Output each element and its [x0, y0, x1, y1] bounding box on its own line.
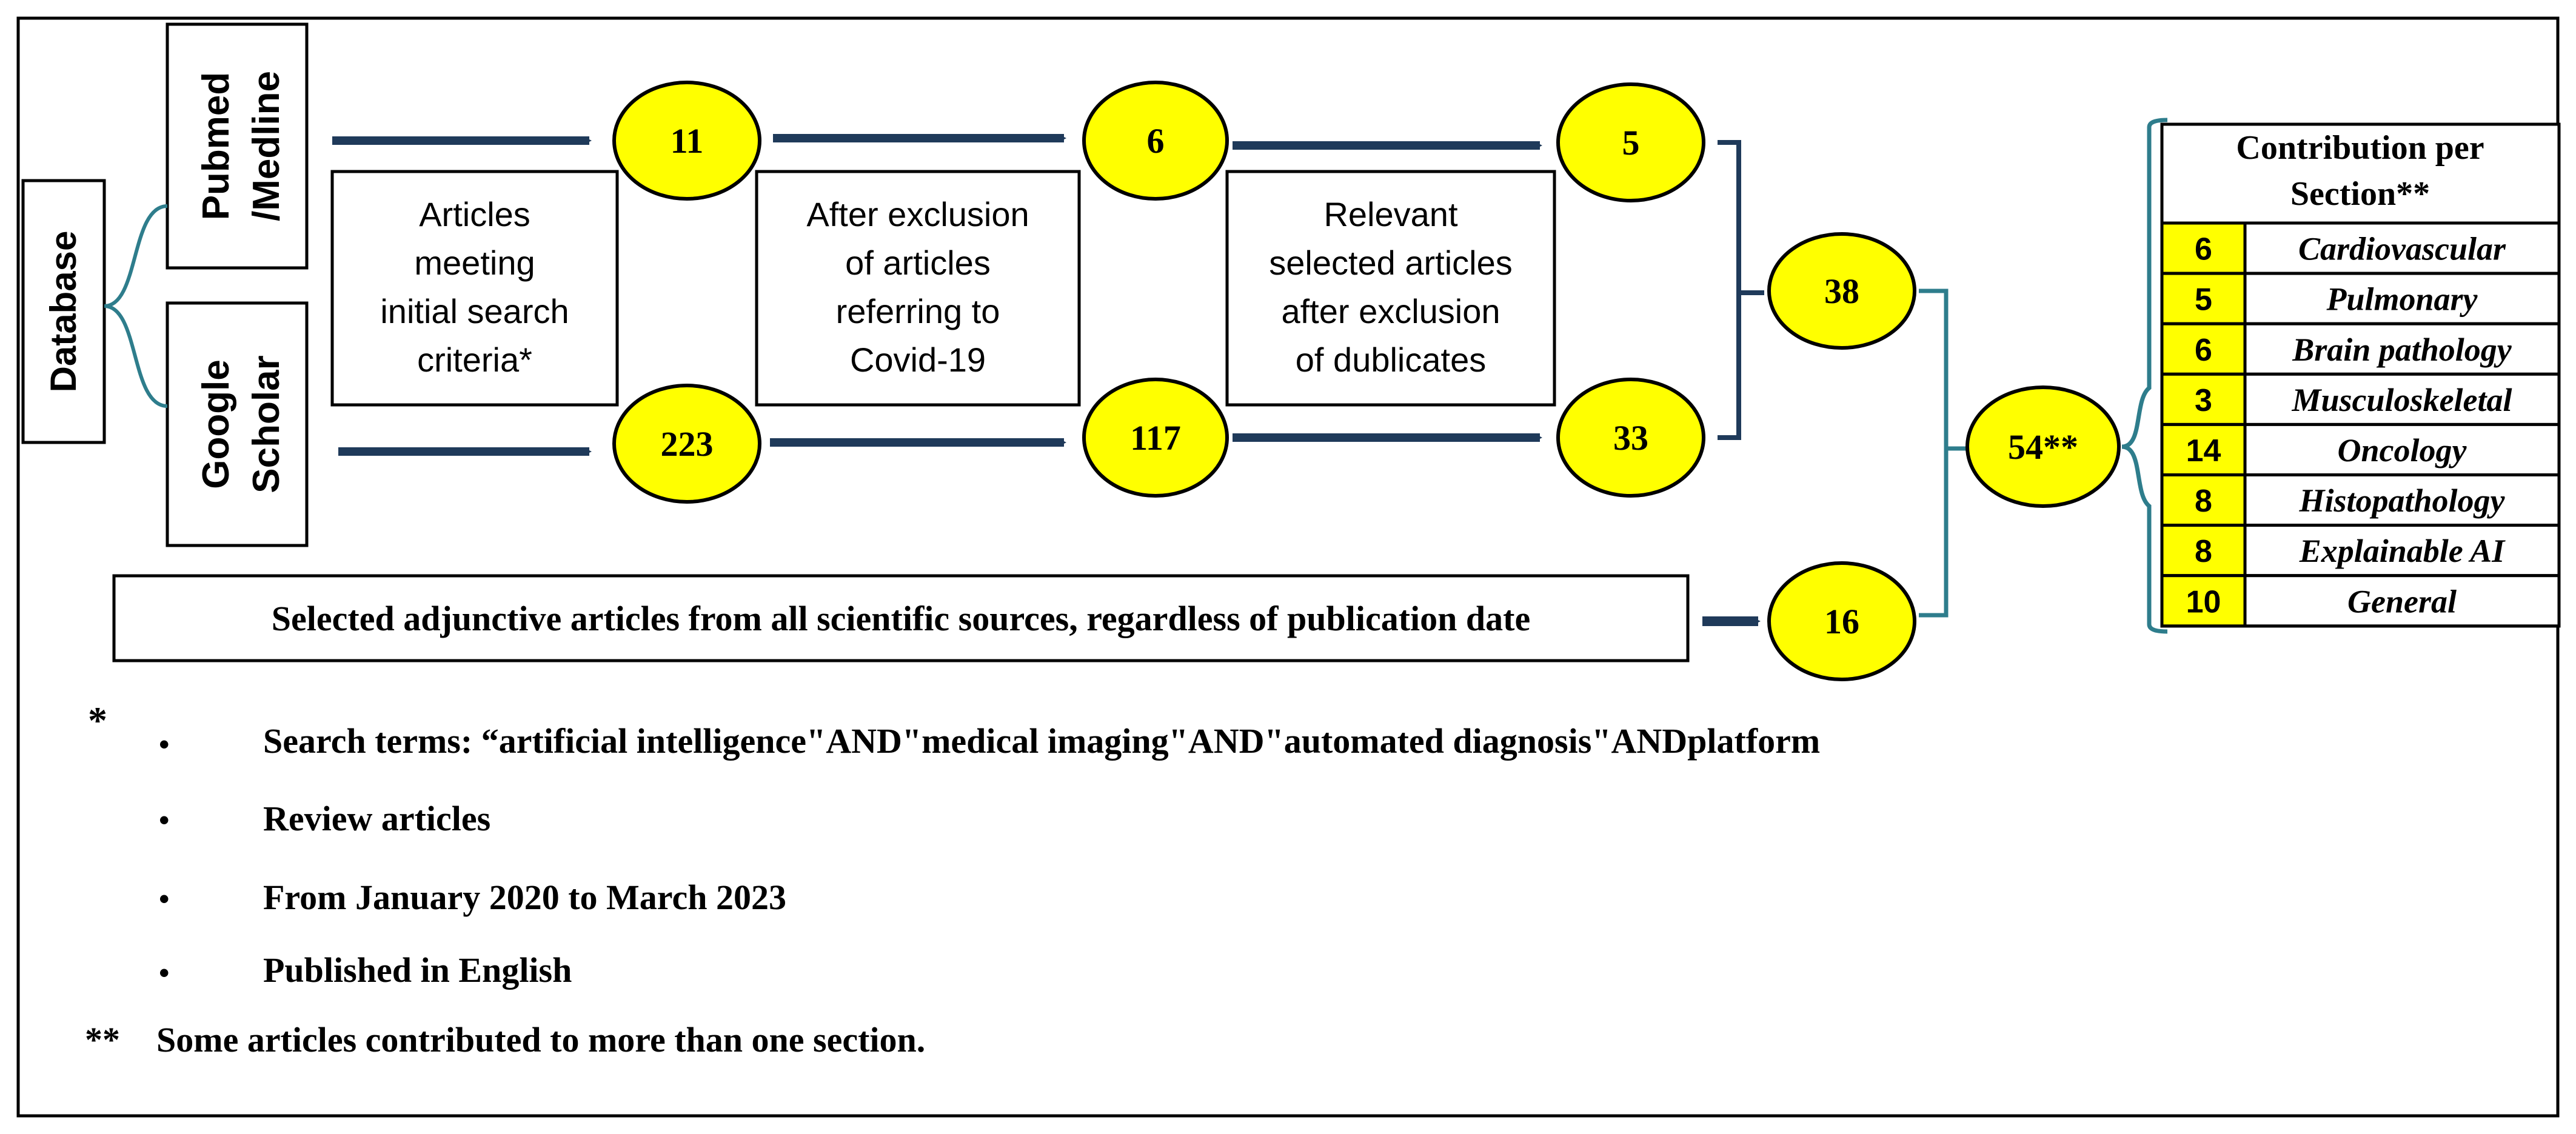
count-total: 54** [2008, 427, 2078, 467]
scholar-label-line1: Google [195, 359, 237, 489]
stage-covid-line1: After exclusion [806, 195, 1029, 233]
row-section-cell [2243, 524, 2561, 578]
adjunctive-label: Selected adjunctive articles from all sc… [272, 599, 1530, 638]
count-scholar-covid: 117 [1130, 418, 1181, 458]
note-star: * [88, 699, 107, 742]
dedup-bracket [1718, 140, 1764, 440]
count-pubmed-dedup: 5 [1622, 123, 1640, 162]
stage-initial-line2: meeting [414, 244, 535, 282]
row-section-cell [2243, 574, 2561, 628]
database-label: Database [43, 231, 84, 393]
count-circle-combined [1767, 232, 1916, 350]
stage-box-covid [755, 170, 1081, 407]
pubmed-box [166, 22, 309, 270]
row-count-cell [2160, 272, 2247, 325]
row-section: Pulmonary [2326, 281, 2478, 318]
count-circle-scholar-covid [1082, 378, 1229, 498]
stage-initial-line1: Articles [419, 195, 530, 233]
row-section: General [2347, 583, 2457, 619]
count-adjunctive: 16 [1824, 602, 1859, 641]
count-pubmed-covid: 6 [1147, 121, 1165, 161]
count-circle-scholar-dedup [1556, 378, 1705, 498]
count-circle-pubmed-dedup [1556, 82, 1705, 202]
table-row: 8 Explainable AI [2160, 524, 2561, 578]
table-row: 8 Histopathology [2160, 473, 2561, 527]
database-box [21, 179, 106, 444]
row-count: 5 [2195, 282, 2212, 318]
note-bullet-4: • [159, 956, 170, 990]
count-scholar-dedup: 33 [1613, 418, 1648, 458]
row-count: 8 [2195, 484, 2212, 519]
note-bullet-2: • [159, 803, 170, 837]
row-count: 14 [2186, 433, 2221, 469]
table-row: 6 Cardiovascular [2160, 221, 2561, 275]
stage-box-initial [330, 170, 619, 407]
row-count: 6 [2195, 232, 2212, 267]
row-count-cell [2160, 574, 2247, 628]
row-section: Histopathology [2298, 482, 2505, 519]
table-row: 6 Brain pathology [2160, 322, 2561, 376]
row-section: Explainable AI [2299, 533, 2506, 569]
row-section: Musculoskeletal [2291, 382, 2512, 418]
table-row: 14 Oncology [2160, 422, 2561, 477]
adjunctive-box [112, 574, 1690, 662]
count-pubmed-initial: 11 [671, 121, 704, 161]
row-count: 3 [2195, 383, 2212, 418]
note-double-star: ** [85, 1020, 120, 1059]
count-circle-total [1965, 385, 2121, 508]
stage-covid-line4: Covid-19 [850, 341, 986, 379]
row-count-cell [2160, 322, 2247, 376]
note-item-3: From January 2020 to March 2023 [263, 878, 786, 917]
table-title-line1: Contribution per [2236, 129, 2484, 167]
note-double-star-text: Some articles contributed to more than o… [156, 1020, 925, 1059]
count-circle-adjunctive [1767, 561, 1916, 681]
count-circle-pubmed-initial [612, 81, 761, 201]
count-circle-scholar-initial [612, 384, 761, 504]
stage-covid-line3: referring to [836, 292, 1000, 330]
count-combined: 38 [1824, 272, 1859, 311]
database-brace [104, 204, 168, 408]
count-circle-pubmed-covid [1082, 81, 1229, 201]
stage-covid-line2: of articles [845, 244, 991, 282]
row-section-cell [2243, 422, 2561, 477]
stage-dedup-line2: selected articles [1269, 244, 1513, 282]
note-item-1: Search terms: “artificial intelligence"A… [263, 721, 1820, 761]
row-section: Brain pathology [2292, 332, 2512, 368]
row-count-cell [2160, 221, 2247, 275]
table-row: 10 General [2160, 574, 2561, 628]
stage-dedup-line4: of dublicates [1296, 341, 1486, 379]
table-title-line2: Section** [2290, 175, 2430, 213]
note-bullet-1: • [159, 727, 170, 761]
row-section-cell [2243, 372, 2561, 426]
row-section: Oncology [2338, 432, 2467, 469]
count-scholar-initial: 223 [661, 424, 714, 464]
stage-initial-line4: criteria* [417, 341, 532, 379]
note-item-2: Review articles [263, 799, 490, 838]
stage-dedup-line1: Relevant [1323, 195, 1457, 233]
row-section-cell [2243, 473, 2561, 527]
note-bullet-3: • [159, 882, 170, 916]
scholar-label-line2: Scholar [246, 355, 287, 493]
total-bracket [1919, 289, 1967, 618]
row-section: Cardiovascular [2298, 231, 2506, 267]
stage-initial-line3: initial search [380, 292, 569, 330]
row-count-cell [2160, 372, 2247, 426]
stage-box-dedup [1225, 170, 1556, 407]
note-item-4: Published in English [263, 950, 572, 990]
row-count: 8 [2195, 534, 2212, 569]
table-brace [2121, 118, 2168, 634]
pubmed-label-line2: /Medline [246, 71, 287, 221]
row-count: 10 [2186, 584, 2221, 619]
pubmed-label-line1: Pubmed [195, 72, 237, 221]
table-row: 5 Pulmonary [2160, 272, 2561, 325]
row-section-cell [2243, 322, 2561, 376]
row-section-cell [2243, 221, 2561, 275]
row-count: 6 [2195, 333, 2212, 368]
table-row: 3 Musculoskeletal [2160, 372, 2561, 426]
scholar-box [166, 301, 309, 547]
stage-dedup-line3: after exclusion [1281, 292, 1500, 330]
